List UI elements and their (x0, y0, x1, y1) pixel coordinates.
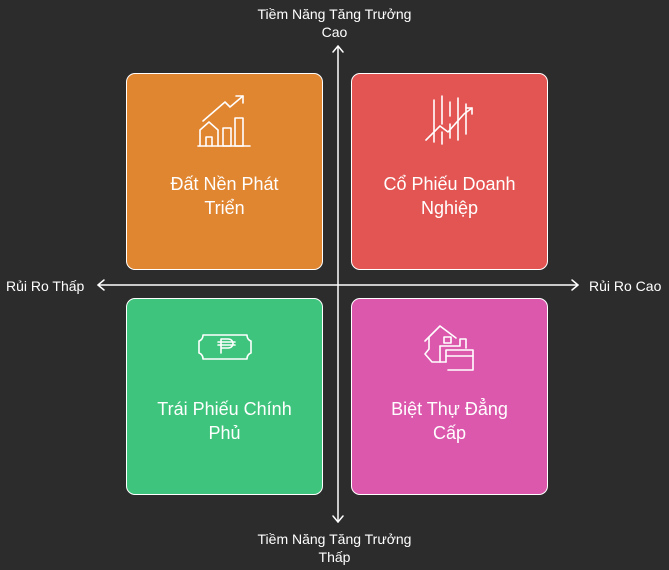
quadrant-title-line: Cổ Phiếu Doanh (383, 174, 516, 194)
quadrant-title: Biệt Thự Đẳng Cấp (365, 397, 535, 445)
villa-house-icon (423, 325, 474, 371)
quadrant-title: Đất Nền Phát Triển (140, 172, 310, 220)
axis-label-low-growth: Tiềm Năng Tăng Trưởng Thấp (0, 530, 669, 566)
quadrant-title-line: Cấp (432, 423, 467, 443)
axis-label-high-growth: Tiềm Năng Tăng Trưởng Cao (0, 5, 669, 41)
quadrant-title-line: Phủ (208, 423, 241, 443)
quadrant-title-line: Đất Nền Phát (170, 174, 279, 194)
quadrant-title-line: Biệt Thự Đẳng (391, 399, 508, 419)
quadrant-title-line: Triển (204, 198, 245, 218)
quadrant-title: Cổ Phiếu Doanh Nghiệp (365, 172, 535, 220)
axis-bottom-line-1: Tiềm Năng Tăng Trưởng (257, 531, 412, 547)
quadrant-title-line: Nghiệp (420, 198, 479, 218)
quadrant-title: Trái Phiếu Chính Phủ (140, 397, 310, 445)
peso-banknote-icon (197, 334, 252, 360)
axis-bottom-line-2: Thấp (318, 549, 351, 565)
quadrant-card-corporate-stocks: Cổ Phiếu Doanh Nghiệp (351, 73, 548, 270)
stock-chart-icon (424, 95, 473, 145)
quadrant-card-government-bonds: Trái Phiếu Chính Phủ (126, 298, 323, 495)
quadrant-title-line: Trái Phiếu Chính (157, 399, 292, 419)
right-arrowhead (571, 279, 579, 291)
axis-top-line-2: Cao (321, 24, 348, 40)
quadrant-card-developing-land: Đất Nền Phát Triển (126, 73, 323, 270)
quadrant-card-luxury-villa: Biệt Thự Đẳng Cấp (351, 298, 548, 495)
down-arrowhead (332, 515, 344, 523)
house-growth-chart-icon (196, 95, 251, 147)
left-arrowhead (97, 279, 105, 291)
up-arrowhead (332, 45, 344, 53)
axis-label-low-risk: Rủi Ro Thấp (6, 278, 85, 294)
axis-top-line-1: Tiềm Năng Tăng Trưởng (257, 6, 412, 22)
axis-label-high-risk: Rủi Ro Cao (589, 278, 662, 294)
